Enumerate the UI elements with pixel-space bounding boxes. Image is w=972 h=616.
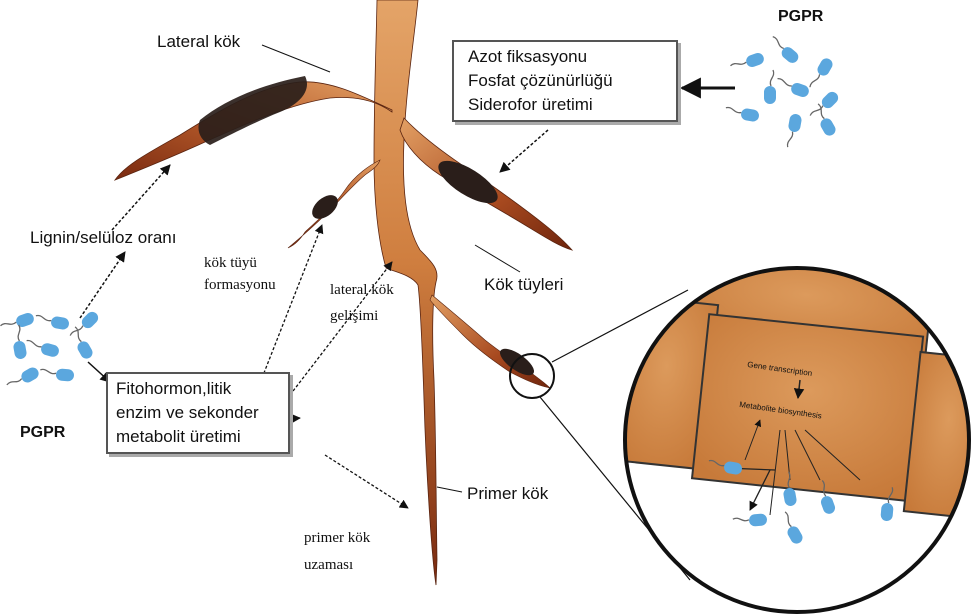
primary-root-elongation-label-1: primer kök [304, 530, 370, 547]
arrow-root-hair-formation [262, 225, 322, 378]
zoom-cell-view [611, 242, 972, 615]
phytohormone-box: Fitohormon,litik enzim ve sekonder metab… [106, 372, 290, 454]
root-hair-formation-label-2: formasyonu [204, 277, 276, 294]
box-line-phytohormone: Fitohormon,litik [116, 377, 288, 401]
box-line-phosphate-solubility: Fosfat çözünürlüğü [468, 69, 676, 93]
rod-bacteria-icon [0, 309, 101, 392]
primary-root-label: Primer kök [467, 484, 548, 504]
arrow-primer-elongation [325, 455, 408, 508]
root-hair-zone-left [198, 76, 307, 145]
box-line-siderophore-production: Siderofor üretimi [468, 93, 676, 117]
pgpr-label-left: PGPR [20, 424, 65, 442]
arrow-pgpr-to-lignin [80, 252, 125, 318]
root-hairs-label: Kök tüyleri [484, 275, 563, 295]
arrow-box-to-right-lateral [500, 130, 548, 172]
lateral-root-development-label-2: gelişimi [330, 308, 378, 325]
pgpr-functions-box: Azot fiksasyonu Fosfat çözünürlüğü Sider… [452, 40, 678, 122]
primary-root-elongation-label-2: uzaması [304, 557, 353, 574]
pgpr-label-top: PGPR [778, 8, 823, 26]
lateral-root-label: Lateral kök [157, 32, 240, 52]
box-line-enzyme: enzim ve sekonder [116, 401, 288, 425]
root-hair-zone-small [308, 190, 343, 223]
pointer-lateral-root [262, 45, 330, 72]
rod-bacteria-icon [724, 34, 840, 148]
pointer-primary-root [437, 487, 462, 492]
lignin-cellulose-label: Lignin/selüloz oranı [30, 228, 176, 248]
lateral-root-development-label-1: lateral kök [330, 282, 394, 299]
box-line-metabolite: metabolit üretimi [116, 425, 288, 449]
box-line-nitrogen-fixation: Azot fiksasyonu [468, 45, 676, 69]
root-hair-formation-label-1: kök tüyü [204, 255, 257, 272]
pointer-root-hairs [475, 245, 520, 272]
root-hair-zone-right [432, 153, 503, 211]
